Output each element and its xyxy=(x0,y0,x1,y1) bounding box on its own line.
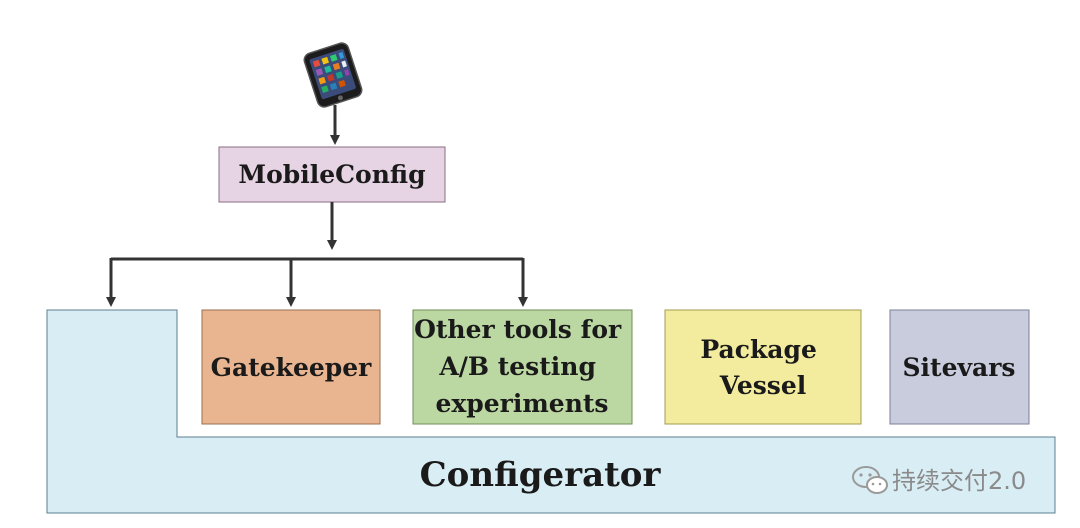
gatekeeper-label: Gatekeeper xyxy=(211,353,373,382)
sitevars-label: Sitevars xyxy=(903,353,1016,382)
wechat-icon xyxy=(852,466,888,494)
smartphone-icon xyxy=(303,42,363,108)
watermark: 持续交付2.0 xyxy=(852,466,1026,495)
package-vessel-label: Package Vessel xyxy=(700,335,825,400)
sitevars-box xyxy=(889,309,1030,425)
other-tools-line-2: A/B testing xyxy=(438,352,596,381)
other-tools-line-1: Other tools for xyxy=(414,315,622,344)
configerator-box xyxy=(46,309,1056,514)
other-tools-box xyxy=(412,309,633,425)
watermark-text: 持续交付2.0 xyxy=(892,467,1026,495)
mobileconfig-label: MobileConfig xyxy=(238,160,425,189)
gatekeeper-box xyxy=(201,309,381,425)
package-vessel-line-2: Vessel xyxy=(719,371,807,400)
configerator-label: Configerator xyxy=(420,455,662,495)
package-vessel-box xyxy=(664,309,862,425)
other-tools-line-3: experiments xyxy=(435,389,608,418)
mobileconfig-box xyxy=(218,146,446,203)
package-vessel-line-1: Package xyxy=(700,335,816,364)
other-tools-label: Other tools for A/B testing experiments xyxy=(414,315,630,418)
